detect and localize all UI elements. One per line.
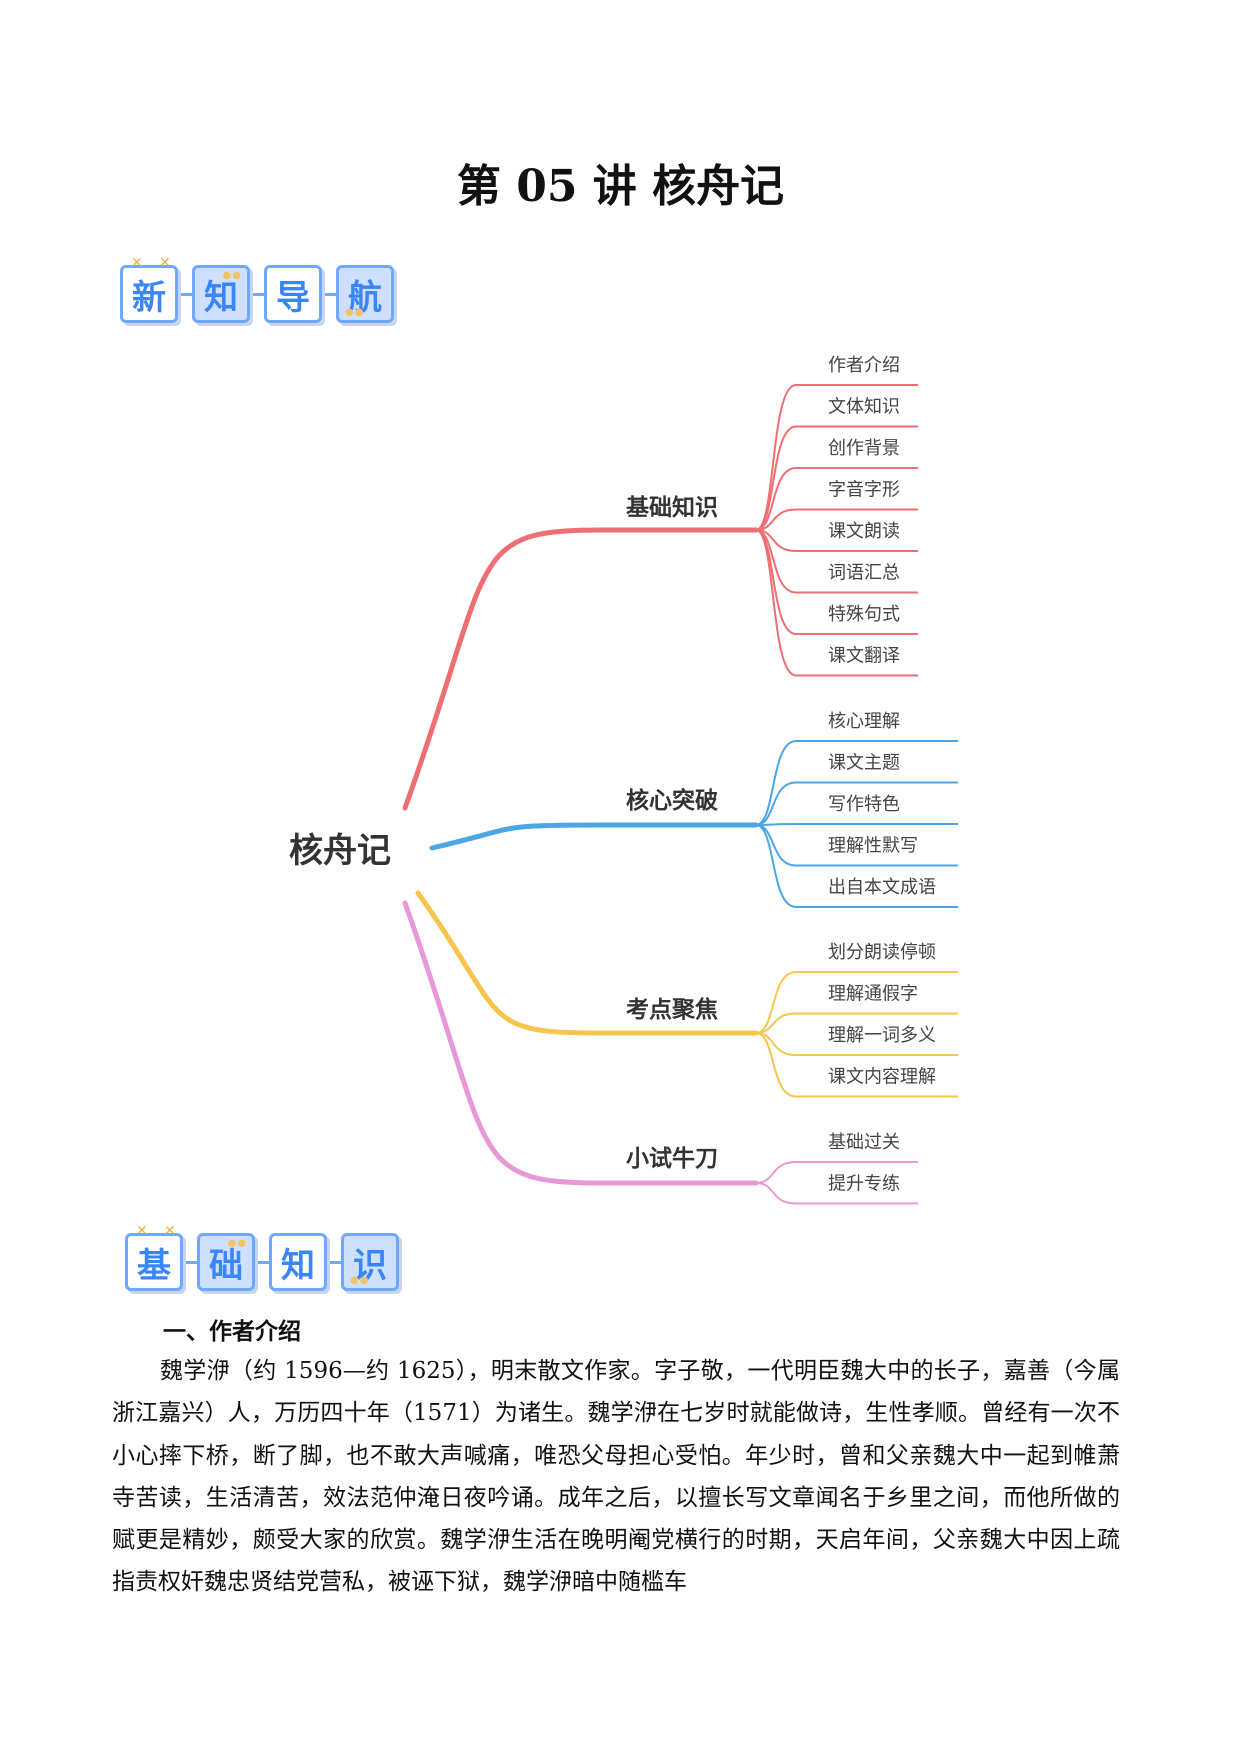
leaf-label: 字音字形 xyxy=(828,480,900,501)
leaf-connector xyxy=(755,425,918,531)
leaf-label: 核心理解 xyxy=(828,711,900,732)
branch-connector xyxy=(429,822,759,851)
branch-label: 核心突破 xyxy=(626,787,718,814)
branch-label: 小试牛刀 xyxy=(626,1146,718,1172)
leaf-connector xyxy=(755,781,958,826)
leaf-connector xyxy=(755,529,918,677)
banner-connector xyxy=(250,292,264,296)
branch-connector xyxy=(402,527,759,811)
banner-tile: 导 xyxy=(264,265,322,323)
leaf-connector xyxy=(755,529,918,552)
leaf-label: 理解性默写 xyxy=(828,836,918,857)
banner-char: 知 xyxy=(204,277,238,318)
leaf-label: 课文主题 xyxy=(828,753,900,774)
leaf-label: 作者介绍 xyxy=(828,355,900,376)
leaf-label: 课文朗读 xyxy=(828,521,900,542)
leaf-connector xyxy=(755,971,958,1034)
branch-connector xyxy=(402,900,759,1186)
banner-tile: ✕ ✕ 基 xyxy=(125,1224,183,1291)
nav-banner: ✕ ✕ 新 ●● 知 导 ●● 航 xyxy=(120,256,394,323)
leaf-label: 创作背景 xyxy=(828,438,900,459)
dots-decoration-icon: ●● xyxy=(345,307,365,318)
banner-connector xyxy=(178,292,192,296)
leaf-label: 词语汇总 xyxy=(828,563,900,584)
banner-connector xyxy=(322,292,336,296)
banner-tile: ✕ ✕ 新 xyxy=(120,256,178,323)
banner-tile: ●● 航 xyxy=(336,265,394,323)
leaf-connector xyxy=(755,823,958,826)
leaf-label: 出自本文成语 xyxy=(828,877,936,898)
branch-connector xyxy=(415,890,759,1036)
leaf-label: 特殊句式 xyxy=(828,604,900,625)
leaf-connector xyxy=(755,824,958,908)
leaf-label: 理解一词多义 xyxy=(828,1025,936,1046)
banner-char: 导 xyxy=(276,277,310,318)
banner-char: 础 xyxy=(209,1245,243,1286)
document-title: 第 05 讲 核舟记 xyxy=(456,161,785,212)
leaf-connector xyxy=(755,508,918,531)
leaf-connector xyxy=(755,1032,958,1056)
leaf-label: 课文翻译 xyxy=(828,646,900,667)
mindmap-root-label: 核舟记 xyxy=(289,831,391,871)
banner-char: 新 xyxy=(132,277,166,318)
basics-banner: ✕ ✕ 基 ●● 础 知 ●● 识 xyxy=(125,1224,399,1291)
star-decoration-icon: ✕ xyxy=(159,255,171,271)
leaf-label: 文体知识 xyxy=(828,397,900,418)
leaf-connector xyxy=(755,1182,918,1205)
leaf-connector xyxy=(755,1012,958,1034)
leaf-label: 课文内容理解 xyxy=(828,1067,936,1088)
banner-tile: ●● 础 xyxy=(197,1233,255,1291)
body-paragraph: 魏学洢（约 1596—约 1625），明末散文作家。字子敬，一代明臣魏大中的长子… xyxy=(112,1358,1120,1596)
leaf-connector xyxy=(755,740,958,826)
leaf-connector xyxy=(755,1161,918,1184)
dots-decoration-icon: ●● xyxy=(350,1275,370,1286)
leaf-connector xyxy=(755,467,918,531)
leaf-connector xyxy=(755,1032,958,1098)
leaf-connector xyxy=(755,384,918,531)
leaf-label: 基础过关 xyxy=(828,1132,900,1153)
banner-tile: 知 xyxy=(269,1233,327,1291)
banner-connector xyxy=(327,1260,341,1264)
banner-char: 基 xyxy=(137,1245,171,1286)
banner-tile: ●● 识 xyxy=(341,1233,399,1291)
branch-label: 基础知识 xyxy=(626,494,718,521)
leaf-label: 写作特色 xyxy=(828,794,900,815)
banner-connector xyxy=(255,1260,269,1264)
section-heading: 一、作者介绍 xyxy=(163,1318,301,1345)
leaf-label: 理解通假字 xyxy=(828,984,918,1005)
leaf-label: 划分朗读停顿 xyxy=(828,942,936,963)
banner-connector xyxy=(183,1260,197,1264)
dots-decoration-icon: ●● xyxy=(227,1238,247,1249)
leaf-label: 提升专练 xyxy=(828,1174,900,1195)
banner-tile: ●● 知 xyxy=(192,265,250,323)
star-decoration-icon: ✕ xyxy=(136,1223,148,1239)
banner-char: 知 xyxy=(281,1245,315,1286)
banner-char: 识 xyxy=(353,1245,387,1286)
banner-char: 航 xyxy=(348,277,382,318)
dots-decoration-icon: ●● xyxy=(222,270,242,281)
star-decoration-icon: ✕ xyxy=(131,255,143,271)
branch-label: 考点聚焦 xyxy=(626,996,718,1023)
star-decoration-icon: ✕ xyxy=(164,1223,176,1239)
